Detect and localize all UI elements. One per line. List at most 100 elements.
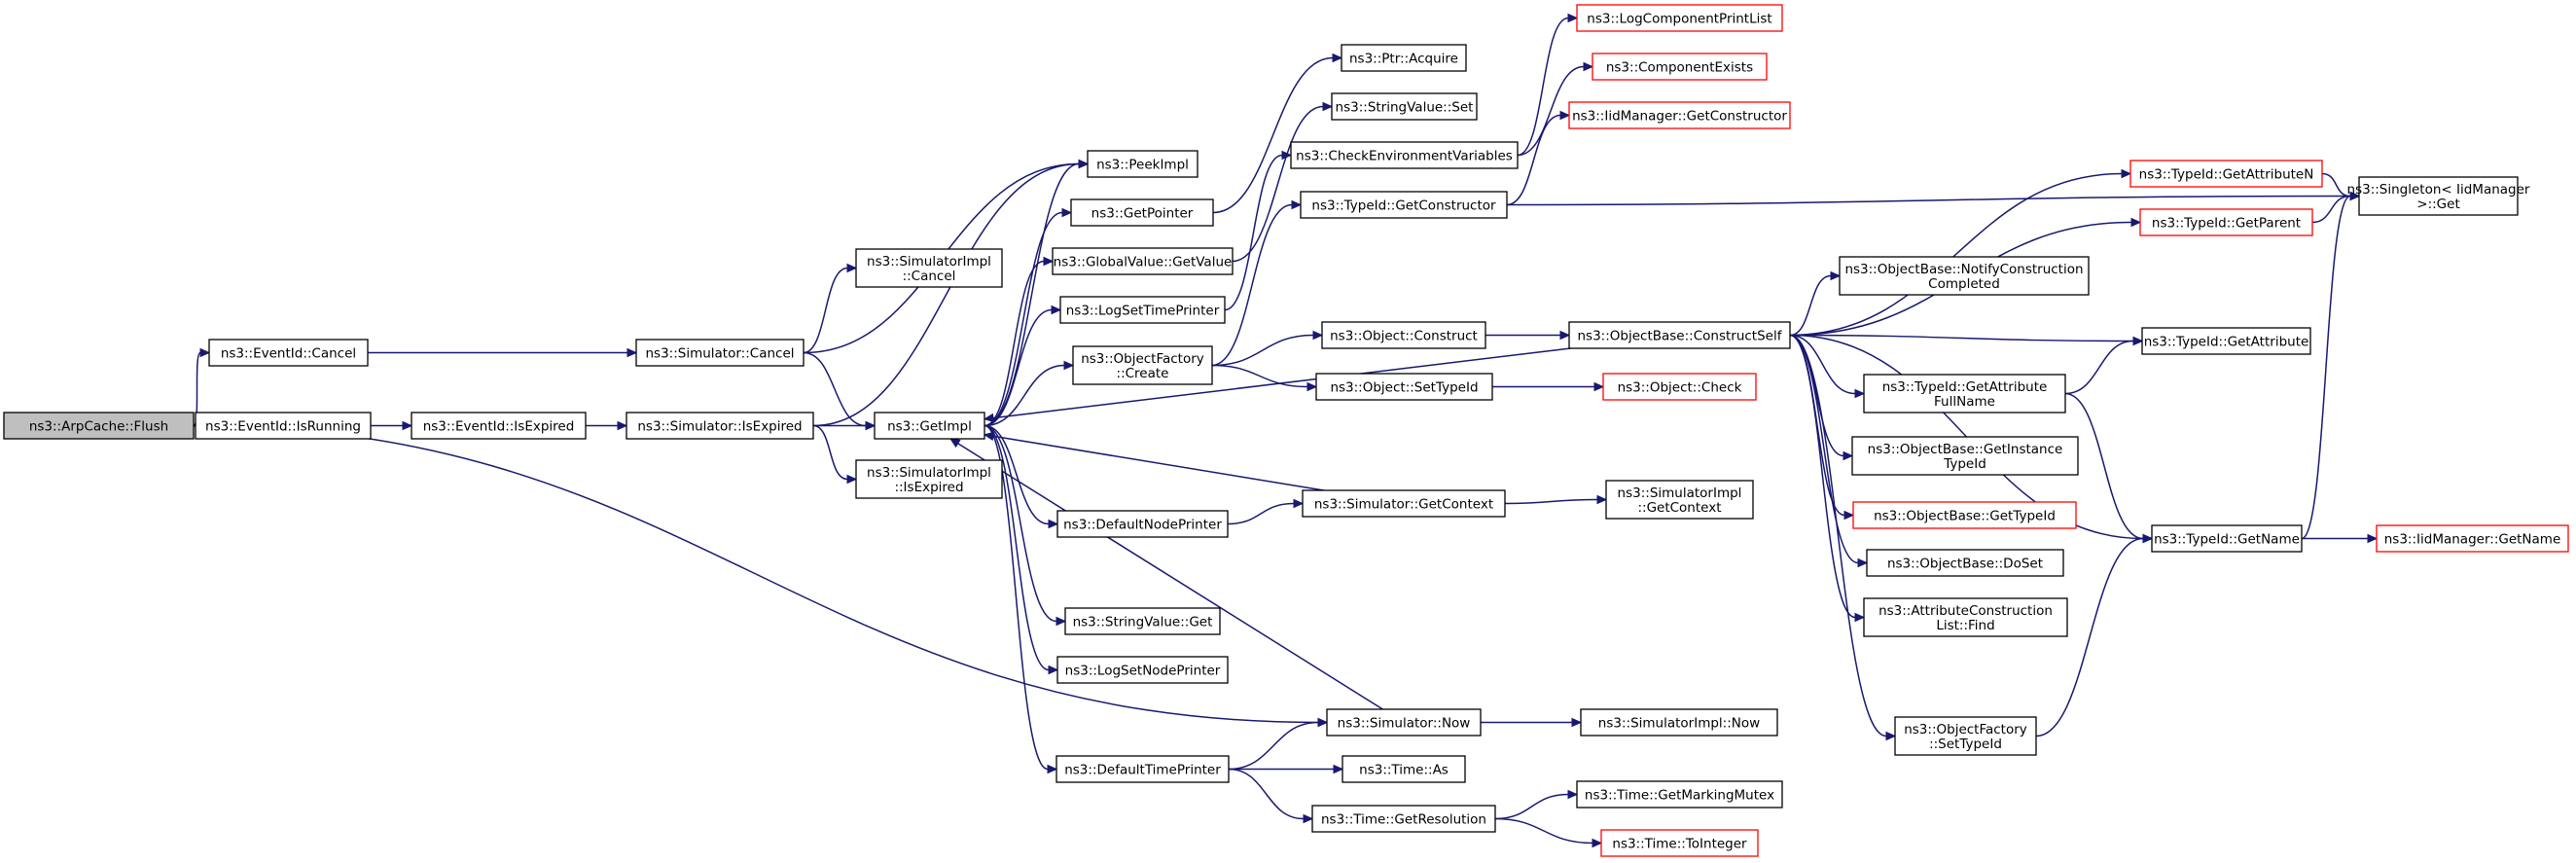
node-simnow[interactable]: ns3::Simulator::Now <box>1326 708 1482 737</box>
edge-line <box>1228 768 1305 820</box>
node-timegetres[interactable]: ns3::Time::GetResolution <box>1311 805 1496 833</box>
node-typeidgetname[interactable]: ns3::TypeId::GetName <box>2151 524 2303 553</box>
node-box <box>1568 101 1791 129</box>
node-simimplexpired[interactable]: ns3::SimulatorImpl::IsExpired <box>855 459 1003 499</box>
edge-arrowhead <box>983 431 995 442</box>
node-box <box>1839 256 2090 296</box>
node-typeidgetattr[interactable]: ns3::TypeId::GetAttribute <box>2141 327 2311 355</box>
node-box <box>208 339 369 367</box>
call-edge-objbaseconstructself-to-typeidgetattrfullname <box>1789 334 1866 399</box>
edge-line <box>984 424 1050 525</box>
call-edge-checkenv-to-logcompprint <box>1517 13 1579 157</box>
call-edge-getimpl-to-peekimpl <box>984 159 1090 427</box>
node-evcancel[interactable]: ns3::EventId::Cancel <box>208 339 369 367</box>
call-edge-objbaseconstructself-to-doset <box>1789 334 1869 568</box>
edge-arrowhead <box>846 474 858 485</box>
node-box <box>1315 373 1493 401</box>
edge-arrowhead <box>199 347 211 358</box>
edge-arrowhead <box>1333 764 1344 774</box>
node-objfactcreate[interactable]: ns3::ObjectFactory::Create <box>1072 345 1213 385</box>
edge-line <box>1506 195 2351 206</box>
node-objfactsettypeid[interactable]: ns3::ObjectFactory::SetTypeId <box>1894 716 2037 756</box>
node-objbaseconstructself[interactable]: ns3::ObjectBase::ConstructSelf <box>1568 321 1791 349</box>
node-doset[interactable]: ns3::ObjectBase::DoSet <box>1866 549 2064 577</box>
node-label: ns3::AttributeConstruction <box>1878 603 2053 619</box>
node-objcheck[interactable]: ns3::Object::Check <box>1602 373 1757 401</box>
edge-line <box>1232 105 1324 263</box>
edge-arrowhead <box>865 420 877 431</box>
node-iidmgrgetctor[interactable]: ns3::IidManager::GetConstructor <box>1568 101 1791 129</box>
edge-line <box>1494 817 1593 845</box>
edge-line <box>812 424 848 481</box>
node-timetointeger[interactable]: ns3::Time::ToInteger <box>1600 829 1759 857</box>
node-label: ns3::Ptr::Acquire <box>1349 52 1458 67</box>
edge-arrowhead <box>402 420 413 431</box>
node-objsettypeid[interactable]: ns3::Object::SetTypeId <box>1315 373 1493 401</box>
node-simimplgetcontext[interactable]: ns3::SimulatorImpl::GetContext <box>1605 480 1754 520</box>
node-singletonget[interactable]: ns3::Singleton< IidManager >::Get <box>2347 176 2530 216</box>
node-typeidgetctor[interactable]: ns3::TypeId::GetConstructor <box>1300 191 1508 219</box>
node-checkenv[interactable]: ns3::CheckEnvironmentVariables <box>1290 141 1519 169</box>
call-edge-timegetres-to-timegetmarking <box>1494 789 1579 820</box>
node-getpointer[interactable]: ns3::GetPointer <box>1070 198 1214 227</box>
node-simimplnow[interactable]: ns3::SimulatorImpl::Now <box>1580 708 1778 737</box>
node-flush[interactable]: ns3::ArpCache::Flush <box>3 412 195 440</box>
node-strvalget[interactable]: ns3::StringValue::Get <box>1064 607 1221 635</box>
call-graph-nodes: ns3::ArpCache::Flush ns3::EventId::Cancel… <box>3 4 2569 857</box>
node-objconstruct[interactable]: ns3::Object::Construct <box>1321 321 1486 349</box>
node-evrunning[interactable]: ns3::EventId::IsRunning <box>195 412 372 440</box>
node-logsetnode[interactable]: ns3::LogSetNodePrinter <box>1056 656 1229 684</box>
node-evexpired[interactable]: ns3::EventId::IsExpired <box>411 412 587 440</box>
edge-arrowhead <box>1306 381 1318 392</box>
node-simimplcancel[interactable]: ns3::SimulatorImpl::Cancel <box>855 248 1003 288</box>
node-deftimeprinter[interactable]: ns3::DefaultTimePrinter <box>1055 755 1230 783</box>
call-edge-objfactcreate-to-typeidgetctor <box>1211 199 1303 367</box>
node-gvgetvalue[interactable]: ns3::GlobalValue::GetValue <box>1052 247 1234 275</box>
call-edge-objconstruct-to-objbaseconstructself <box>1485 330 1571 341</box>
node-box <box>1321 321 1486 349</box>
node-peekimpl[interactable]: ns3::PeekImpl <box>1087 150 1199 178</box>
node-label: ns3::Object::SetTypeId <box>1330 380 1478 396</box>
edge-arrowhead <box>1583 61 1594 72</box>
node-label: ns3::ObjectBase::GetInstance <box>1868 442 2063 457</box>
node-notifyconstruction[interactable]: ns3::ObjectBase::NotifyConstructionCompl… <box>1839 256 2090 296</box>
node-box <box>1300 191 1508 219</box>
node-typeidgetattrn[interactable]: ns3::TypeId::GetAttributeN <box>2129 160 2323 188</box>
node-box <box>1863 374 2066 414</box>
node-ptracquire[interactable]: ns3::Ptr::Acquire <box>1341 44 1467 72</box>
node-timeas[interactable]: ns3::Time::As <box>1342 755 1466 783</box>
node-objbasegettypeid[interactable]: ns3::ObjectBase::GetTypeId <box>1852 501 2077 529</box>
node-compexists[interactable]: ns3::ComponentExists <box>1592 53 1768 81</box>
node-label: ::Create <box>1117 366 1169 381</box>
edge-arrowhead <box>846 263 858 273</box>
node-box <box>2129 160 2323 188</box>
call-edge-defnodeprinter-to-simgetcontext <box>1227 498 1305 525</box>
node-logsettime[interactable]: ns3::LogSetTimePrinter <box>1059 296 1226 324</box>
edge-line <box>1789 274 1832 337</box>
node-timegetmarking[interactable]: ns3::Time::GetMarkingMutex <box>1576 780 1783 809</box>
call-edge-getimpl-to-objfactcreate <box>984 360 1075 427</box>
node-box <box>874 412 985 440</box>
edge-line <box>1212 56 1334 214</box>
node-typeidgetparent[interactable]: ns3::TypeId::GetParent <box>2139 208 2313 236</box>
node-logcompprint[interactable]: ns3::LogComponentPrintList <box>1576 4 1783 32</box>
edge-arrowhead <box>1293 498 1305 509</box>
node-simexpired[interactable]: ns3::Simulator::IsExpired <box>626 412 814 440</box>
call-edge-objbaseconstructself-to-typeidgetattrn <box>1789 168 2132 337</box>
node-label: TypeId <box>1943 456 1986 472</box>
node-label: ns3::CheckEnvironmentVariables <box>1296 149 1513 164</box>
node-iidmgrgetname[interactable]: ns3::IidManager::GetName <box>2376 524 2569 553</box>
edge-line <box>984 260 1045 427</box>
node-getimpl[interactable]: ns3::GetImpl <box>874 412 985 440</box>
node-simgetcontext[interactable]: ns3::Simulator::GetContext <box>1302 489 1506 518</box>
node-simcancel[interactable]: ns3::Simulator::Cancel <box>635 339 805 367</box>
edge-arrowhead <box>1322 101 1334 112</box>
call-edge-typeidgetctor-to-iidmgrgetctor <box>1506 110 1571 206</box>
node-defnodeprinter[interactable]: ns3::DefaultNodePrinter <box>1056 510 1229 538</box>
edge-line <box>803 267 848 354</box>
node-label: ns3::SimulatorImpl <box>1618 485 1742 501</box>
node-strvalset[interactable]: ns3::StringValue::Set <box>1331 92 1478 121</box>
